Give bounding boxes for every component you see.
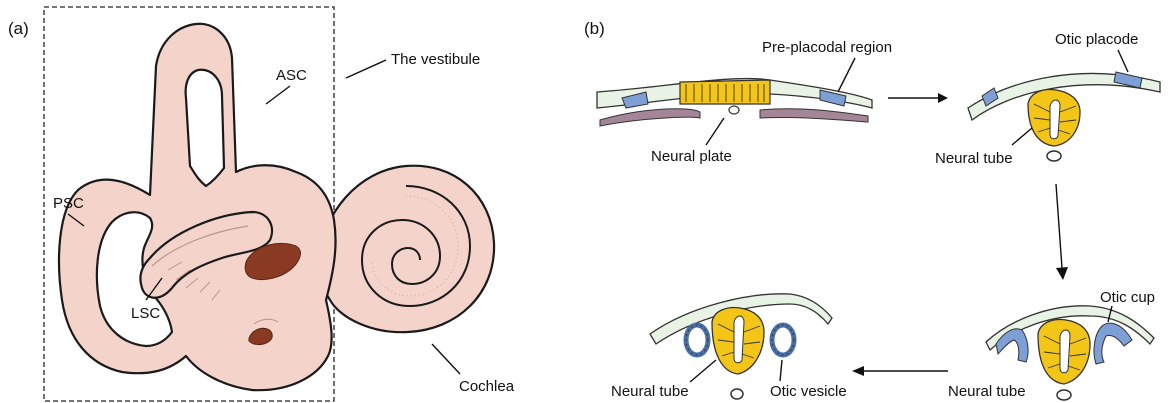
label-psc: PSC <box>53 195 84 212</box>
panel-b: (b) Pre-placodal region Neural plate <box>584 19 1160 400</box>
leader-asc <box>266 86 290 104</box>
label-vestibule: The vestibule <box>391 51 480 68</box>
label-cochlea: Cochlea <box>459 378 515 395</box>
leader-neural-tube-1 <box>1012 128 1032 145</box>
stage-otic-placode <box>968 72 1160 161</box>
arrow-2-head <box>1056 267 1068 280</box>
label-otic-cup: Otic cup <box>1100 289 1155 306</box>
neural-plate-yellow <box>680 80 770 104</box>
label-lsc: LSC <box>131 305 160 322</box>
leader-vestibule <box>346 60 386 78</box>
leader-pre-placodal <box>838 58 855 92</box>
leader-neural-tube-3 <box>690 360 716 382</box>
label-neural-plate: Neural plate <box>651 148 732 165</box>
panel-a-tag: (a) <box>8 19 29 38</box>
label-neural-tube-3: Neural tube <box>611 383 689 400</box>
panel-a: (a) ASC The vestib <box>8 7 515 401</box>
label-otic-placode: Otic placode <box>1055 31 1138 48</box>
cochlea-shape <box>318 166 494 332</box>
arrow-3-head <box>852 366 864 376</box>
arrow-2 <box>1056 184 1062 268</box>
leader-otic-placode <box>1118 50 1128 72</box>
arrow-1-head <box>938 93 948 103</box>
leader-neural-plate <box>706 118 724 145</box>
label-neural-tube-1: Neural tube <box>935 150 1013 167</box>
label-asc: ASC <box>276 67 307 84</box>
leader-cochlea <box>432 344 460 374</box>
panel-b-tag: (b) <box>584 19 605 38</box>
stage-neural-plate <box>597 79 872 126</box>
leader-otic-vesicle <box>780 360 782 381</box>
label-neural-tube-2: Neural tube <box>948 383 1026 400</box>
label-otic-vesicle: Otic vesicle <box>770 383 847 400</box>
label-pre-placodal: Pre-placodal region <box>762 39 892 56</box>
